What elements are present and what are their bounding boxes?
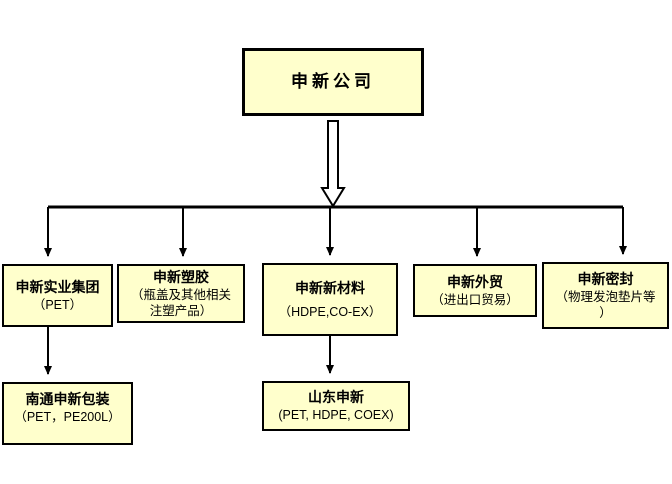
org-node-subtitle: （PET，PE200L）: [14, 409, 121, 424]
org-node-shandong-shenxin: 山东申新 (PET, HDPE, COEX): [262, 381, 410, 431]
org-node-nantong-baozhuang: 南通申新包装 （PET，PE200L）: [2, 382, 133, 445]
org-node-subtitle: （进出口贸易）: [431, 292, 519, 307]
org-node-title: 申新实业集团: [15, 278, 100, 295]
org-node-title: 南通申新包装: [25, 391, 110, 407]
org-node-mifeng: 申新密封 （物理发泡垫片等 ）: [542, 262, 669, 329]
org-node-subtitle: （PET）: [32, 297, 83, 312]
root-down-arrow: [320, 120, 346, 208]
org-node-title: 山东申新: [308, 389, 364, 406]
org-node-title: 申新新材料: [295, 279, 365, 296]
org-node-subtitle: （瓶盖及其他相关 注塑产品）: [130, 287, 231, 318]
org-node-subtitle: （物理发泡垫片等 ）: [555, 289, 656, 320]
org-node-title: 申新密封: [577, 270, 634, 287]
org-node-title: 申新塑胶: [153, 268, 209, 285]
org-node-root: 申新公司: [242, 48, 424, 116]
org-node-xincailiao: 申新新材料 （HDPE,CO-EX）: [262, 263, 398, 336]
org-node-sujiao: 申新塑胶 （瓶盖及其他相关 注塑产品）: [117, 264, 245, 323]
org-node-subtitle: （HDPE,CO-EX）: [278, 304, 382, 319]
org-node-subtitle: (PET, HDPE, COEX): [278, 408, 394, 423]
org-node-root-title: 申新公司: [291, 71, 375, 91]
org-node-shiye-group: 申新实业集团 （PET）: [2, 264, 113, 327]
org-node-waimao: 申新外贸 （进出口贸易）: [413, 264, 537, 317]
org-node-title: 申新外贸: [447, 273, 503, 290]
